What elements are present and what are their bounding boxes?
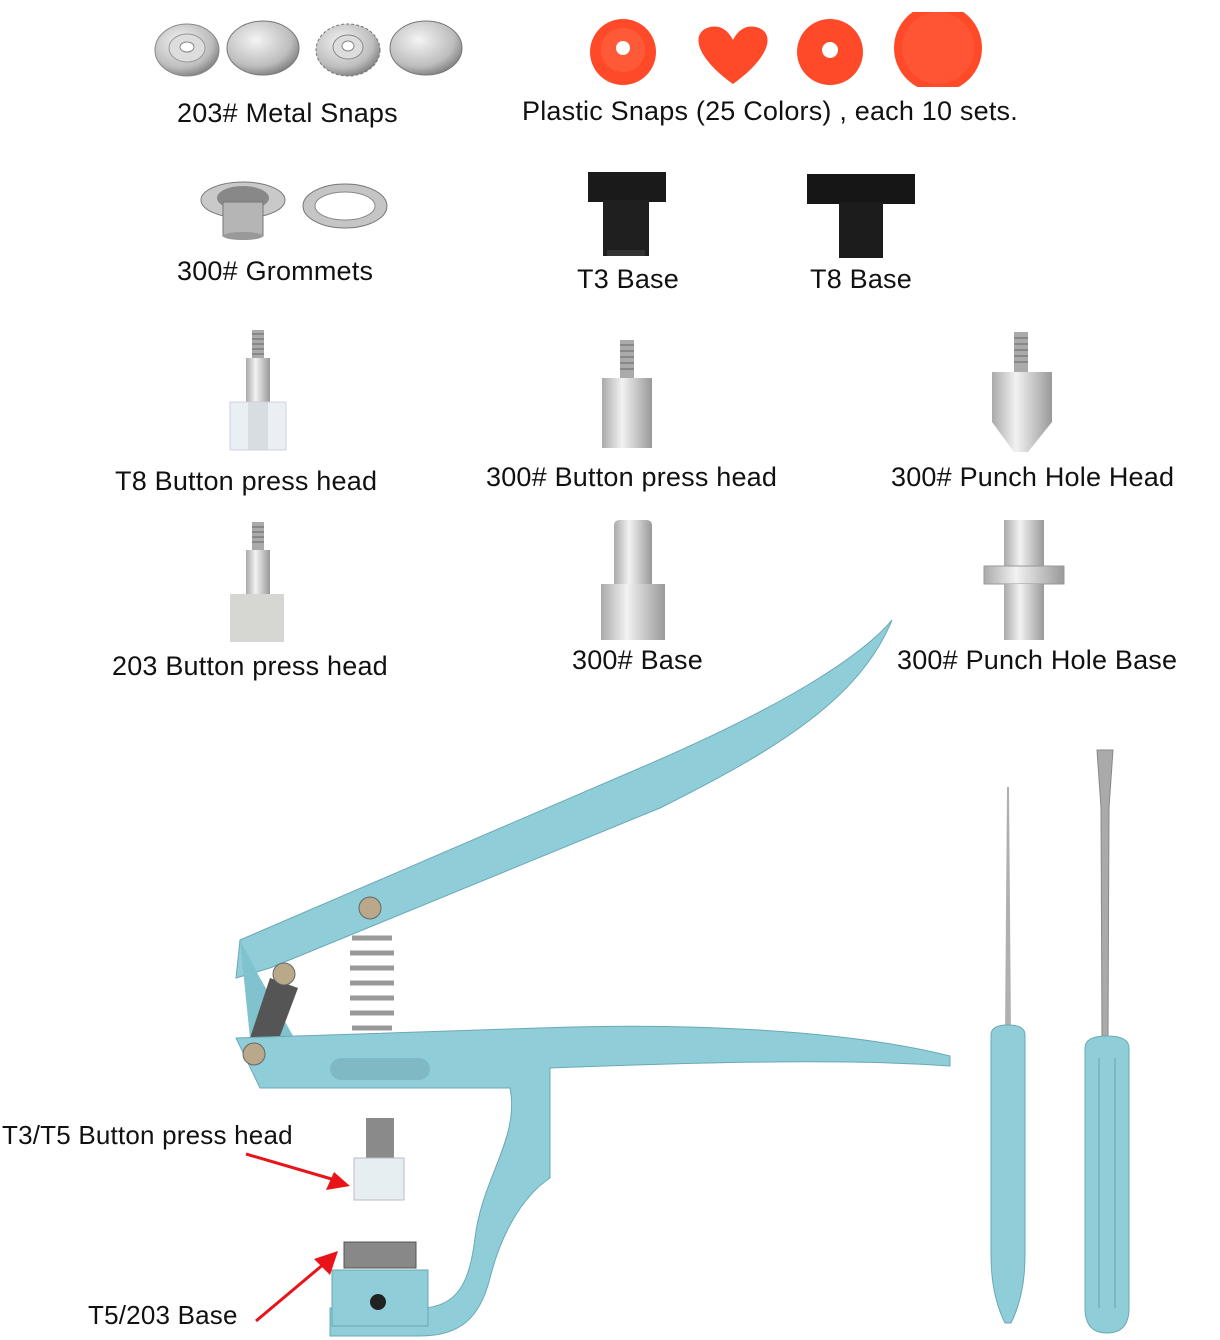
300-press-head-label: 300# Button press head <box>486 462 778 492</box>
300-punch-hole-head-label: 300# Punch Hole Head <box>891 462 1175 492</box>
t8-base-label: T8 Base <box>810 264 912 294</box>
t8-base-image <box>805 172 920 262</box>
metal-snaps-image <box>150 20 470 85</box>
arrow-press-head-icon <box>240 1150 360 1195</box>
300-punch-hole-head-image <box>988 330 1058 455</box>
t3-base-label: T3 Base <box>577 264 679 294</box>
t5-203-base-label: T5/203 Base <box>88 1300 238 1330</box>
300-press-head-image <box>598 338 658 453</box>
metal-snaps-label: 203# Metal Snaps <box>177 98 398 128</box>
snap-plier-image <box>220 618 960 1340</box>
awl-image <box>985 785 1035 1330</box>
203-press-head-image <box>226 520 291 645</box>
300-punch-hole-base-label: 300# Punch Hole Base <box>897 645 1178 675</box>
t3-base-image <box>585 170 670 260</box>
t3t5-press-head-label: T3/T5 Button press head <box>2 1120 293 1150</box>
300-base-image <box>598 518 668 643</box>
t8-press-head-label: T8 Button press head <box>115 466 378 496</box>
300-punch-hole-base-image <box>982 518 1067 643</box>
screwdriver-image <box>1075 748 1145 1338</box>
grommets-image <box>195 178 395 243</box>
t8-press-head-image <box>226 328 291 453</box>
arrow-base-icon <box>250 1245 345 1325</box>
plastic-snaps-image <box>585 12 995 87</box>
plastic-snaps-label: Plastic Snaps (25 Colors) , each 10 sets… <box>522 96 1018 126</box>
grommets-label: 300# Grommets <box>177 256 374 286</box>
300-base-label: 300# Base <box>572 645 703 675</box>
203-press-head-label: 203 Button press head <box>112 651 388 681</box>
